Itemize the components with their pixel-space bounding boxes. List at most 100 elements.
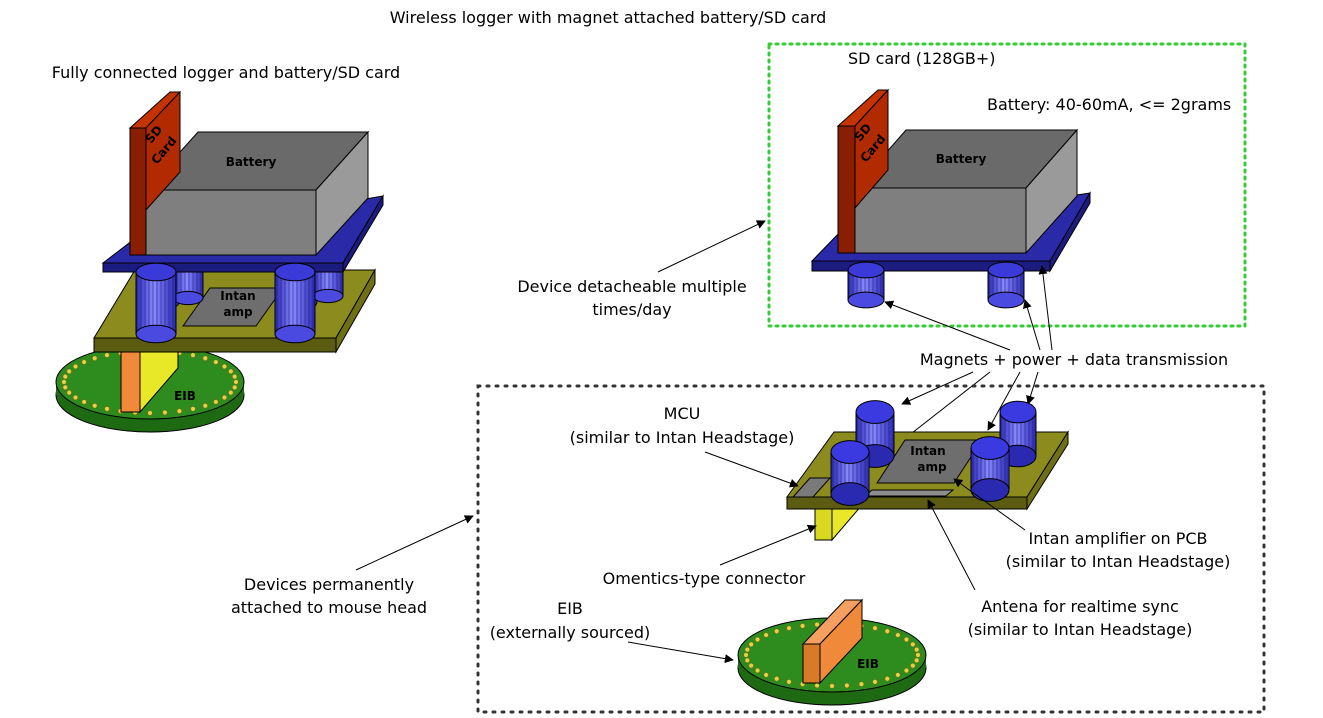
eib-pin bbox=[104, 406, 110, 412]
eib-pin bbox=[872, 625, 878, 631]
eib-pin bbox=[774, 628, 780, 634]
left-assembly: EIB Intan amp Battery bbox=[55, 90, 384, 433]
left-battery: Battery bbox=[144, 130, 370, 257]
upper-sd-card: SD Card bbox=[836, 88, 890, 254]
eib-pin bbox=[213, 359, 219, 365]
intan-amplifier-label-1: Intan amplifier on PCB bbox=[1029, 529, 1208, 548]
intan-amplifier-arrow bbox=[953, 478, 1026, 531]
antenna-arrow bbox=[927, 499, 976, 591]
left-sd-card: SD Card bbox=[128, 90, 182, 256]
lower-magnets bbox=[830, 400, 1037, 506]
eib-pin bbox=[814, 621, 820, 628]
mcu-chip bbox=[791, 477, 832, 498]
eib-pin bbox=[202, 403, 208, 409]
eib-label-1: EIB bbox=[557, 599, 583, 618]
eib-pin bbox=[910, 662, 916, 669]
eib-pin bbox=[786, 679, 792, 685]
permanent-label-1: Devices permanently bbox=[244, 575, 414, 594]
eib-pin bbox=[858, 681, 865, 687]
eib-pin bbox=[915, 652, 921, 658]
left-intan-label-2: amp bbox=[223, 305, 253, 319]
eib-pin bbox=[72, 363, 79, 370]
antenna-strip bbox=[863, 489, 955, 497]
permanent-arrow bbox=[355, 515, 474, 571]
detachable-label-1: Device detacheable multiple bbox=[517, 277, 746, 296]
eib-pin bbox=[231, 373, 238, 380]
eib-pin bbox=[913, 657, 920, 664]
detachable-assembly: Battery SD Card bbox=[810, 88, 1091, 309]
battery-spec-label: Battery: 40-60mA, <= 2grams bbox=[987, 95, 1231, 114]
lower-intan-label-2: amp bbox=[917, 460, 947, 474]
eib-pin bbox=[104, 352, 110, 358]
eib-pin bbox=[213, 399, 219, 405]
upper-magnets-front bbox=[847, 261, 1025, 309]
upper-battery: Battery bbox=[853, 128, 1079, 255]
magnet-arrows bbox=[874, 265, 1053, 463]
eib-pin bbox=[176, 408, 183, 414]
eib-pin bbox=[844, 682, 850, 689]
eib-pin bbox=[190, 352, 196, 358]
eib-pin bbox=[744, 657, 751, 664]
left-eib-label: EIB bbox=[174, 389, 196, 403]
permanent-label-2: attached to mouse head bbox=[231, 598, 427, 617]
eib-pin bbox=[884, 628, 890, 634]
intan-amplifier-label-2: (similar to Intan Headstage) bbox=[1006, 552, 1231, 571]
lower-eib: EIB bbox=[737, 598, 927, 706]
eib-pin bbox=[61, 379, 67, 385]
magnet bbox=[274, 262, 316, 344]
sd-card-spec-label: SD card (128GB+) bbox=[848, 49, 996, 68]
eib-pin bbox=[92, 403, 98, 409]
detachable-arrow bbox=[657, 220, 766, 273]
eib-pin bbox=[81, 399, 87, 405]
eib-pin bbox=[62, 373, 69, 380]
eib-pin bbox=[754, 667, 761, 674]
eib-pin bbox=[748, 662, 754, 669]
eib-pin bbox=[913, 646, 920, 653]
eib-pin bbox=[202, 355, 208, 361]
detachable-box bbox=[767, 42, 1247, 328]
mcu-label-1: MCU bbox=[664, 404, 701, 423]
eib-pin bbox=[903, 667, 910, 674]
eib-pin bbox=[228, 389, 234, 396]
magnet bbox=[135, 262, 177, 344]
mcu-label-2: (similar to Intan Headstage) bbox=[570, 428, 795, 447]
eib-pin bbox=[895, 672, 901, 678]
lower-assembly: Intan amp bbox=[786, 400, 1069, 542]
page-title: Wireless logger with magnet attached bat… bbox=[390, 8, 827, 27]
lower-intan-label-1: Intan bbox=[910, 444, 945, 458]
permanent-box bbox=[476, 384, 1266, 714]
antenna-label-2: (similar to Intan Headstage) bbox=[968, 620, 1193, 639]
eib-pin bbox=[228, 368, 234, 375]
magnets-label: Magnets + power + data transmission bbox=[920, 350, 1228, 369]
eib-pin bbox=[763, 632, 769, 638]
lower-eib-connector bbox=[802, 643, 821, 684]
eib-pin bbox=[910, 641, 916, 648]
lower-eib-label: EIB bbox=[857, 657, 879, 671]
eib-arrow bbox=[627, 641, 734, 664]
eib-pin bbox=[66, 389, 72, 396]
eib-pin bbox=[147, 410, 153, 416]
magnet bbox=[847, 261, 885, 309]
detachable-label-2: times/day bbox=[592, 300, 671, 319]
eib-pin bbox=[754, 636, 761, 643]
eib-pin bbox=[884, 676, 890, 682]
eib-pin bbox=[786, 625, 792, 631]
eib-pin bbox=[829, 683, 835, 689]
eib-pin bbox=[162, 409, 168, 416]
eib-pin bbox=[903, 636, 910, 643]
eib-pin bbox=[190, 406, 196, 412]
eib-pin bbox=[221, 363, 228, 370]
eib-pin bbox=[221, 394, 228, 401]
eib-label-2: (externally sourced) bbox=[490, 623, 651, 642]
eib-pin bbox=[233, 379, 239, 385]
left-magnets-front bbox=[135, 262, 316, 344]
lower-connector bbox=[814, 504, 833, 541]
eib-pin bbox=[743, 652, 749, 658]
magnet bbox=[970, 436, 1010, 502]
eib-pin bbox=[774, 676, 780, 682]
eib-pin bbox=[814, 682, 820, 689]
eib-pin bbox=[763, 672, 769, 678]
left-battery-label: Battery bbox=[226, 155, 277, 169]
left-connector bbox=[120, 342, 141, 413]
